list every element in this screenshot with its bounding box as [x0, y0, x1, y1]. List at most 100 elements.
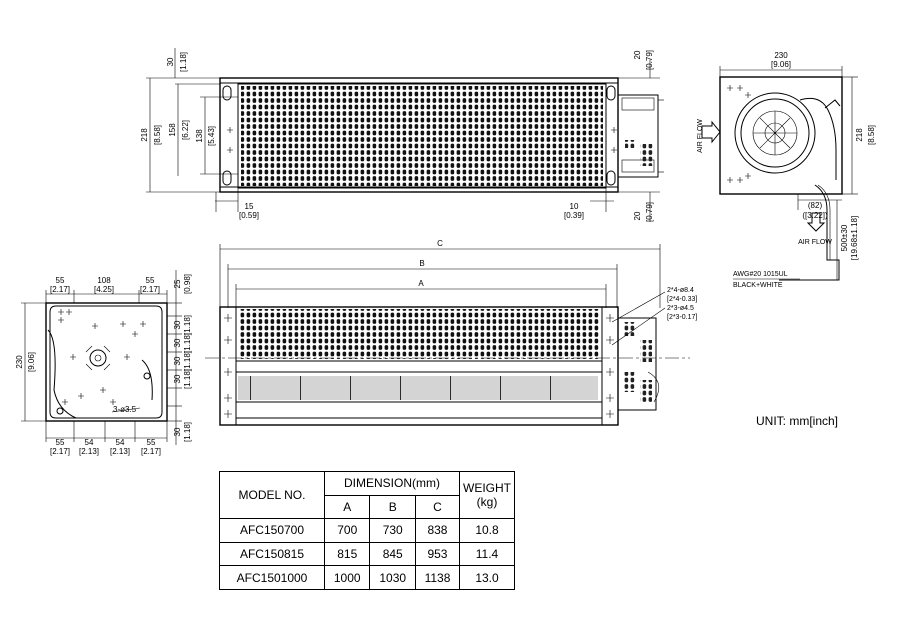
cell-b: 1030: [369, 565, 416, 590]
dim-15-inch: [0.59]: [239, 211, 259, 220]
header-weight-title: WEIGHT: [463, 481, 511, 496]
end-right-30e: 30: [173, 427, 182, 436]
shaft-bearing: [89, 349, 107, 367]
end-right-30e-inch: [1.18]: [183, 422, 192, 442]
cell-model: AFC1501000: [219, 565, 325, 590]
crosshair-marks: [227, 127, 617, 153]
end-right-30a: 30: [173, 320, 182, 329]
dim-218: 218: [140, 128, 149, 142]
end-bot-54a: 54: [85, 438, 94, 447]
end-top-108: 108: [97, 276, 111, 285]
header-dimension: DIMENSION(mm): [324, 471, 460, 496]
end-holes: 3-ø3.5: [113, 405, 137, 414]
end-top-108-inch: [4.25]: [94, 285, 114, 294]
header-col-a: A: [323, 494, 371, 520]
wire-spec: AWG#20 1015UL: [733, 271, 788, 278]
dim-82: (82): [808, 201, 823, 210]
dim-10-inch: [0.39]: [564, 211, 584, 220]
dim-20-top-inch: [0.79]: [645, 50, 654, 70]
end-right-30c: 30: [173, 356, 182, 365]
end-view-plate: [45, 302, 168, 422]
blower-outer: [734, 92, 816, 174]
cell-model: AFC150700: [219, 518, 325, 543]
cell-weight: 10.8: [459, 518, 515, 543]
end-top-55a-inch: [2.17]: [50, 285, 70, 294]
end-right-30d: 30: [173, 374, 182, 383]
side-width-inch: [9.06]: [771, 60, 791, 69]
dim-82-inch: ([3.22]): [802, 211, 828, 220]
front-motor: [617, 317, 657, 411]
cell-b: 730: [369, 518, 416, 543]
table-header-row: MODEL NO. DIMENSION(mm) WEIGHT (kg): [219, 470, 515, 520]
air-flow-label-in: AIR FLOW: [697, 119, 704, 153]
end-bot-55b-inch: [2.17]: [141, 447, 161, 456]
hole-spec-2: [2*4-0.33]: [667, 296, 697, 303]
dim-20-top: 20: [633, 50, 642, 59]
table-row: AFC150815 815 845 953 11.4: [219, 541, 515, 567]
air-flow-arrow-out: [806, 212, 826, 232]
lead-wire: [779, 184, 840, 281]
lead-length: 500±30: [840, 224, 849, 251]
front-grille: [239, 309, 599, 359]
side-height: 218: [855, 128, 864, 142]
end-bot-55a-inch: [2.17]: [50, 447, 70, 456]
end-right-30b-inch: [1.18]: [183, 333, 192, 353]
end-bot-54b: 54: [116, 438, 125, 447]
cell-weight: 13.0: [459, 565, 515, 590]
cell-b: 845: [369, 541, 416, 567]
end-right-25-inch: [0.98]: [183, 274, 192, 294]
side-view: [701, 66, 858, 281]
wire-color: BLACK+WHITE: [733, 282, 783, 289]
label-c: C: [437, 239, 443, 248]
end-view: [21, 270, 182, 445]
table-row: AFC150700 700 730 838 10.8: [219, 518, 515, 543]
air-flow-label-out: AIR FLOW: [798, 239, 832, 246]
end-top-55b: 55: [146, 276, 155, 285]
label-a: A: [418, 279, 424, 288]
dim-15: 15: [245, 202, 254, 211]
end-right-30b: 30: [173, 338, 182, 347]
hole-spec-4: [2*3-0.17]: [667, 314, 697, 321]
cell-c: 1138: [414, 565, 461, 590]
end-bot-55b: 55: [147, 438, 156, 447]
header-model: MODEL NO.: [219, 470, 325, 520]
cell-a: 815: [323, 541, 371, 567]
cell-weight: 11.4: [459, 541, 515, 567]
dim-218-inch: [8.58]: [153, 125, 162, 145]
front-view: [205, 244, 690, 426]
lead-length-inch: [19.68±1.18]: [850, 216, 859, 260]
end-right-30a-inch: [1.18]: [183, 315, 192, 335]
hole-spec-3: 2*3-ø4.5: [667, 305, 694, 312]
cell-a: 700: [323, 518, 371, 543]
end-bot-55a: 55: [56, 438, 65, 447]
end-right-25: 25: [173, 279, 182, 288]
air-flow-arrow-in: [701, 120, 721, 144]
side-height-inch: [8.58]: [867, 125, 876, 145]
scroll-housing: [799, 97, 837, 180]
blower-fins: [238, 376, 598, 400]
dim-138-inch: [5.43]: [207, 126, 216, 146]
header-col-b: B: [369, 494, 416, 520]
header-col-c: C: [414, 494, 461, 520]
side-width: 230: [774, 51, 788, 60]
end-bot-54a-inch: [2.13]: [79, 447, 99, 456]
end-right-30d-inch: [1.18]: [183, 369, 192, 389]
dim-158: 158: [168, 123, 177, 137]
motor-housing: [617, 94, 659, 178]
end-top-55a: 55: [56, 276, 65, 285]
header-weight-unit: (kg): [476, 495, 498, 510]
cell-a: 1000: [323, 565, 371, 590]
grille-perforation: [241, 86, 603, 186]
side-view-housing: [719, 76, 843, 195]
top-view: [146, 48, 664, 222]
dim-30: 30: [166, 57, 175, 66]
cell-model: AFC150815: [219, 541, 325, 567]
dimension-table: MODEL NO. DIMENSION(mm) WEIGHT (kg) A B …: [219, 470, 515, 590]
dim-138: 138: [195, 129, 204, 143]
cell-c: 838: [414, 518, 461, 543]
unit-label: UNIT: mm[inch]: [756, 414, 839, 428]
header-weight: WEIGHT (kg): [459, 470, 515, 520]
table-row: AFC1501000 1000 1030 1138 13.0: [219, 565, 515, 590]
end-right-30c-inch: [1.18]: [183, 351, 192, 371]
